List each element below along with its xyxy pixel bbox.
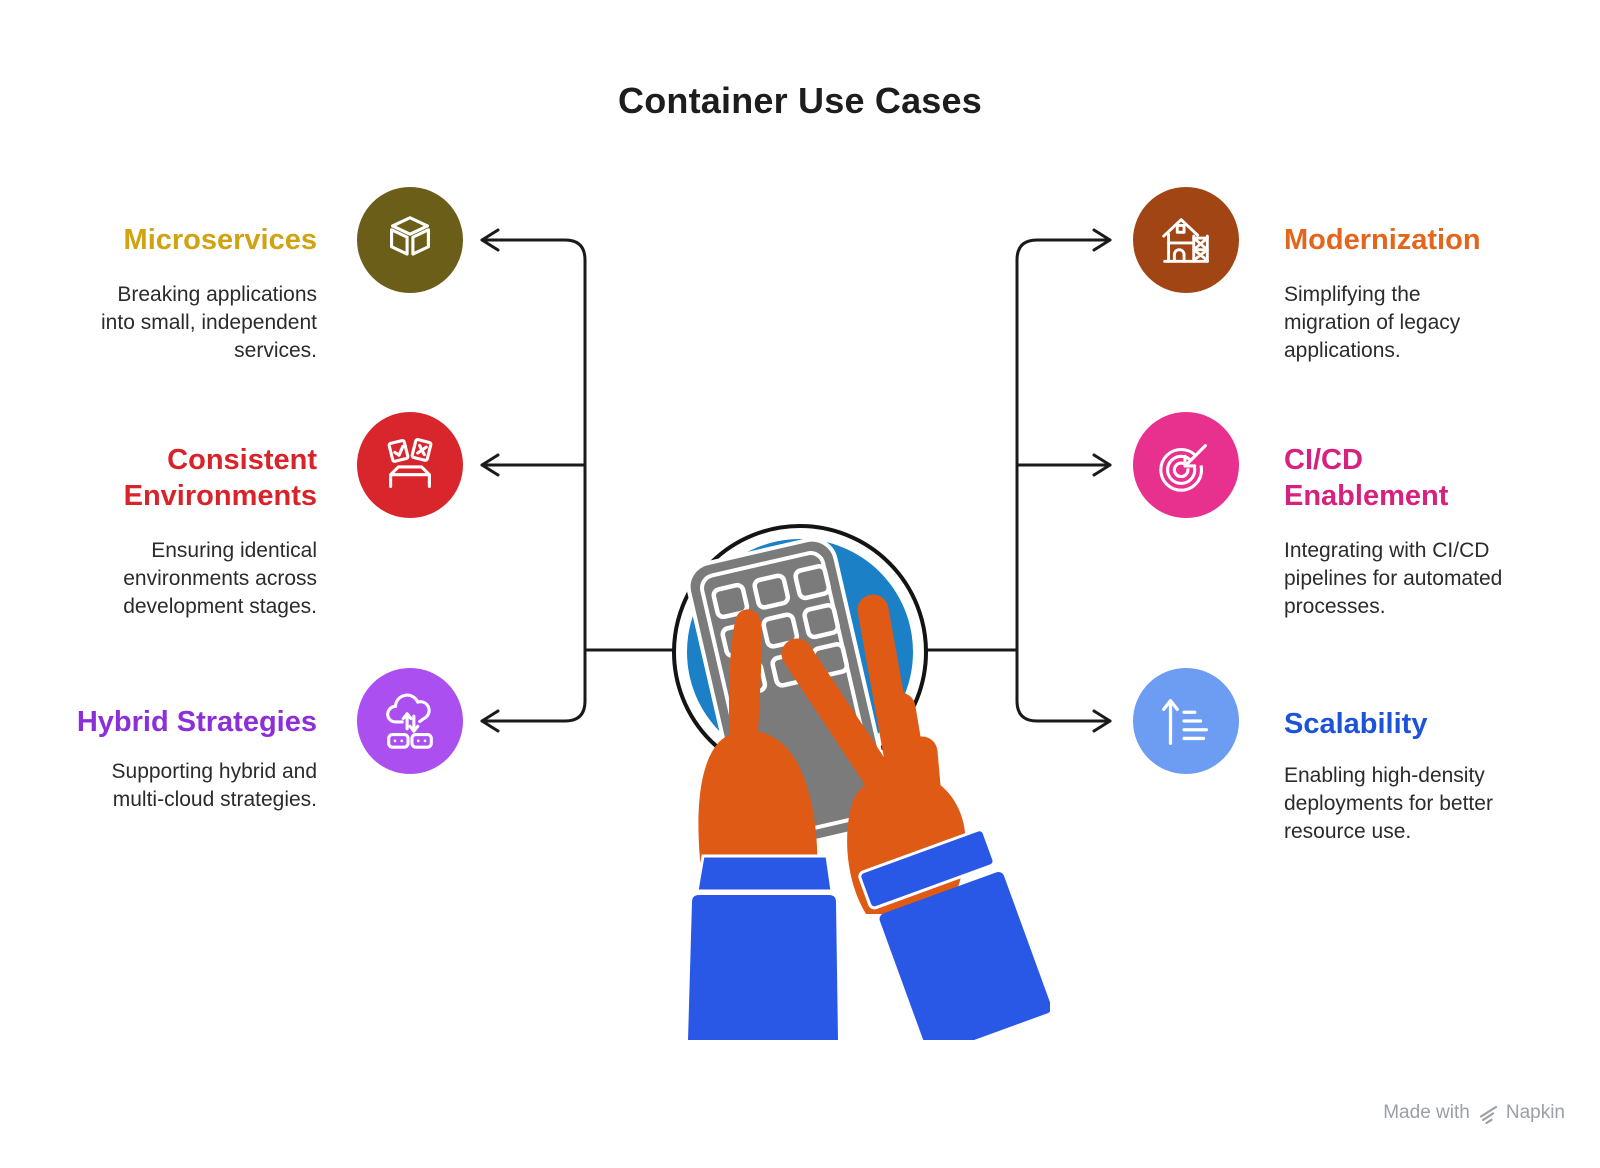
arrowhead <box>1092 709 1112 733</box>
section-description: Supporting hybrid and multi-cloud strate… <box>111 760 317 811</box>
cloud-sync-icon <box>386 693 433 749</box>
arrowhead <box>480 228 500 252</box>
arrowhead <box>1092 453 1112 477</box>
right-branch-line <box>1015 238 1112 723</box>
made-with-napkin-badge: Made with Napkin <box>1383 1102 1565 1124</box>
section-description: Ensuring identical environments across d… <box>123 539 317 618</box>
hybrid-strategies-icon-circle <box>357 668 463 774</box>
section-description: Integrating with CI/CD pipelines for aut… <box>1284 539 1503 618</box>
left-sleeve <box>688 854 838 1040</box>
checklist-table-icon <box>387 438 433 488</box>
section-heading: Hybrid Strategies <box>76 706 317 738</box>
scalability-icon-circle <box>1133 668 1239 774</box>
section-description: Simplifying the migration of legacy appl… <box>1284 283 1461 362</box>
section-heading: Modernization <box>1284 224 1481 256</box>
arrowhead <box>480 709 500 733</box>
consistent-environments-icon-circle <box>357 412 463 518</box>
section-heading: Consistent Environments <box>123 444 317 512</box>
left-hand <box>698 609 818 870</box>
section-heading: CI/CD Enablement <box>1284 444 1449 512</box>
target-arrow-icon <box>1159 444 1212 492</box>
growth-arrow-icon <box>1162 699 1208 745</box>
section-heading: Microservices <box>123 224 317 256</box>
cicd-enablement-icon-circle <box>1133 412 1239 518</box>
section-heading: Scalability <box>1284 708 1428 740</box>
microservices-icon-circle <box>357 187 463 293</box>
left-branch-line <box>480 238 587 723</box>
house-scaffold-icon <box>1162 218 1209 263</box>
modernization-icon-circle <box>1133 187 1239 293</box>
page-title: Container Use Cases <box>618 80 982 121</box>
arrowhead <box>1092 228 1112 252</box>
right-sleeve <box>858 828 1050 1040</box>
made-with-label: Made with <box>1383 1102 1470 1123</box>
napkin-logo-icon <box>1479 1105 1497 1124</box>
napkin-brand-label: Napkin <box>1505 1102 1565 1123</box>
hands-using-calculator-illustration <box>672 524 1050 1040</box>
cube-icon <box>390 216 430 256</box>
arrowhead <box>480 453 500 477</box>
section-description: Breaking applications into small, indepe… <box>101 283 317 362</box>
section-description: Enabling high-density deployments for be… <box>1284 764 1493 843</box>
